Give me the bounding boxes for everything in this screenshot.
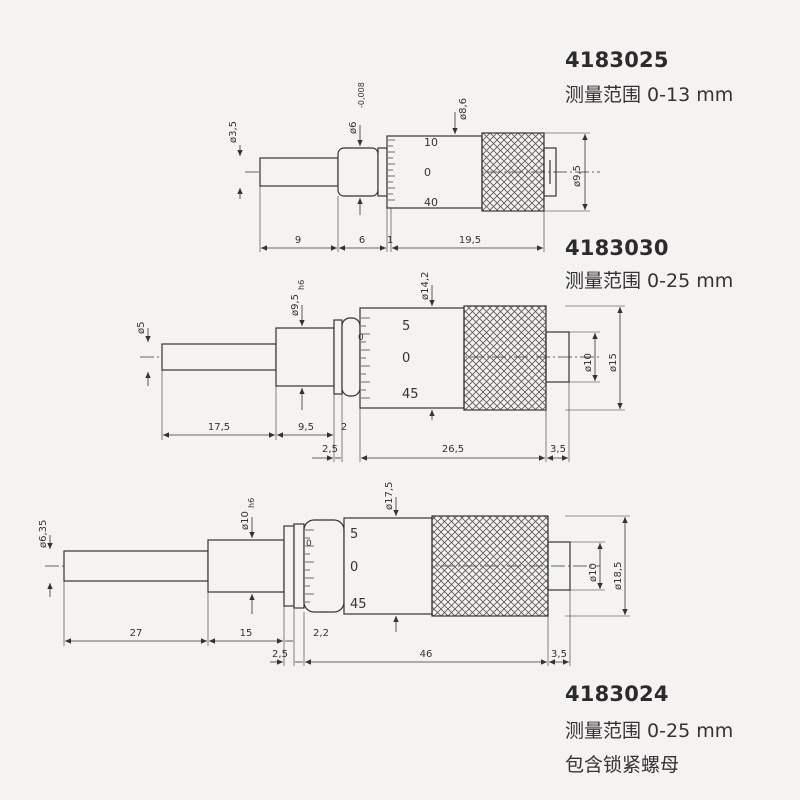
- dim-sleeve-tolerance-4183025: -0,008: [357, 82, 366, 108]
- dim-barrel-diameter-4183030: ø14,2: [420, 272, 431, 300]
- dim-sleeve-tolerance-4183030: h6: [297, 280, 306, 290]
- dim-gap-length-4183030: 2,5: [322, 444, 338, 455]
- scale-mark-0-small-4183030: 0: [358, 333, 364, 343]
- dim-spindle-diameter-4183025: ø3,5: [228, 121, 239, 143]
- dim-end-length-4183024: 3,5: [551, 649, 567, 660]
- dim-sleeve-diameter-4183024: ø10: [240, 511, 251, 530]
- micrometer-drawing-4183030: [140, 285, 625, 462]
- dim-sleeve-length-4183030: 9,5: [298, 422, 314, 433]
- scale-mark-0-4183024: 0: [350, 560, 358, 575]
- dim-sleeve-diameter-4183030: ø9,5: [290, 294, 301, 316]
- dim-body-length-4183024: 46: [420, 649, 433, 660]
- dim-ring-length-4183024: 2,2: [313, 628, 329, 639]
- dim-sleeve-diameter-4183025: ø6: [348, 122, 359, 134]
- dimension-labels-4183030: ø5 ø9,5 h6 ø14,2 ø10 ø15 17,5 9,5 2 2,5 …: [136, 272, 619, 455]
- dim-gap-length-4183024: 2,5: [272, 649, 288, 660]
- dim-thimble-diameter-4183024: ø18,5: [613, 562, 624, 590]
- model-number-4183030: 4183030: [565, 236, 669, 260]
- measuring-range-4183025: 测量范围 0-13 mm: [565, 84, 734, 106]
- dim-ring-length-4183030: 2: [341, 422, 347, 433]
- dim-spindle-diameter-4183024: ø6,35: [38, 520, 49, 548]
- model-number-4183024: 4183024: [565, 682, 669, 706]
- scale-mark-45-4183030: 45: [402, 387, 419, 402]
- dim-end-diameter-4183024: ø10: [588, 563, 599, 582]
- dim-thimble-diameter-4183030: ø15: [608, 353, 619, 372]
- dim-body-length-4183030: 26,5: [442, 444, 464, 455]
- dimension-labels-4183024: ø6,35 ø10 h6 ø17,5 ø10 ø18,5 27 15 2,2 2…: [38, 482, 624, 660]
- scale-mark-5-4183024: 5: [350, 527, 358, 542]
- dim-end-diameter-4183030: ø10: [583, 353, 594, 372]
- scale-mark-5-4183030: 5: [402, 319, 410, 334]
- measuring-range-4183030: 测量范围 0-25 mm: [565, 270, 734, 292]
- locking-nut-note-4183024: 包含锁紧螺母: [565, 754, 680, 776]
- dim-barrel-diameter-4183025: ø8,6: [458, 98, 469, 120]
- measuring-range-4183024: 测量范围 0-25 mm: [565, 720, 734, 742]
- dim-spindle-length-4183025: 9: [295, 235, 301, 246]
- scale-mark-0-4183025: 0: [424, 166, 431, 179]
- model-number-4183025: 4183025: [565, 48, 669, 72]
- dim-ring-length-4183025: 1: [387, 235, 393, 246]
- dim-sleeve-length-4183025: 6: [359, 235, 365, 246]
- dim-spindle-length-4183030: 17,5: [208, 422, 230, 433]
- dim-spindle-diameter-4183030: ø5: [136, 322, 147, 334]
- dim-sleeve-tolerance-4183024: h6: [247, 498, 256, 508]
- scale-mark-40-4183025: 40: [424, 196, 438, 209]
- scale-mark-10-4183025: 10: [424, 136, 438, 149]
- micrometer-drawing-4183024: [45, 497, 630, 666]
- scale-mark-0-small-4183024: 0: [306, 539, 312, 549]
- micrometer-drawing-4183025: [237, 112, 600, 252]
- dim-end-length-4183030: 3,5: [550, 444, 566, 455]
- dim-barrel-diameter-4183024: ø17,5: [384, 482, 395, 510]
- scale-mark-0-4183030: 0: [402, 351, 410, 366]
- dim-body-length-4183025: 19,5: [459, 235, 481, 246]
- dim-thimble-diameter-4183025: ø9,5: [572, 165, 583, 187]
- dim-sleeve-length-4183024: 15: [240, 628, 253, 639]
- scale-mark-45-4183024: 45: [350, 597, 367, 612]
- dim-spindle-length-4183024: 27: [130, 628, 143, 639]
- dimension-labels-4183025: ø3,5 ø6 -0,008 ø8,6 ø9,5 9 6 1 19,5 10 0…: [228, 82, 583, 246]
